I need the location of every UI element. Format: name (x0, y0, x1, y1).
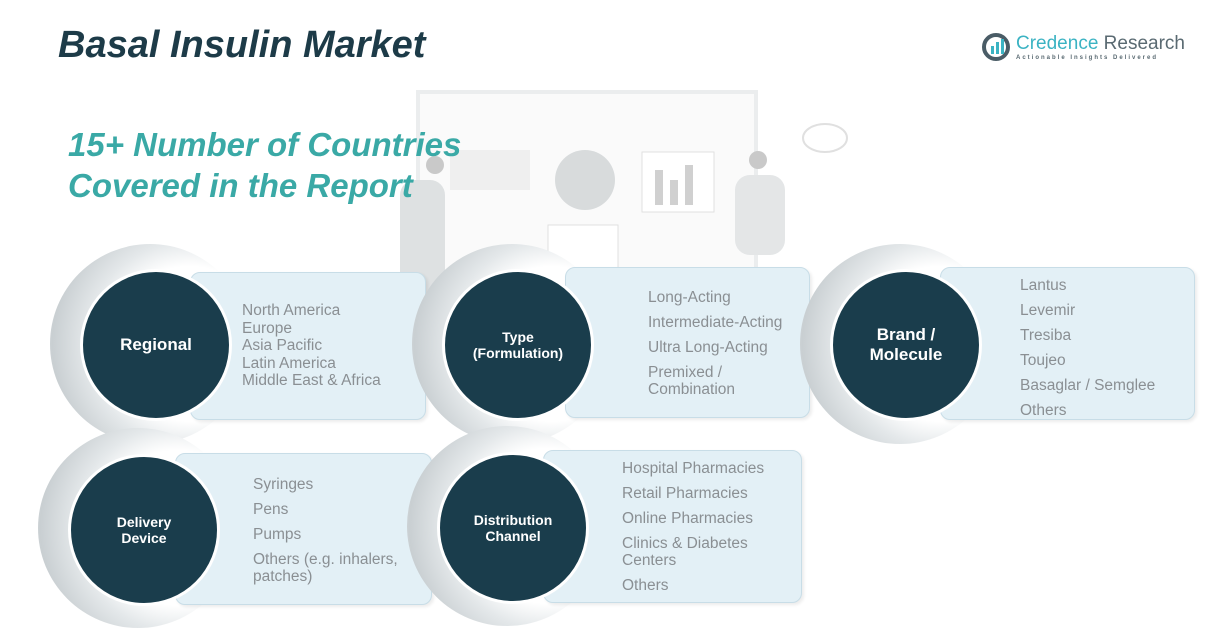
countries-covered-heading: 15+ Number of Countries Covered in the R… (68, 124, 461, 206)
list-item: Clinics & Diabetes Centers (622, 535, 748, 569)
segment-list-regional: North America Europe Asia Pacific Latin … (242, 302, 381, 390)
list-item: Retail Pharmacies (622, 485, 748, 502)
list-item: Asia Pacific (242, 337, 323, 354)
logo-chart-icon (982, 33, 1010, 61)
logo: Credence Research Actionable Insights De… (982, 33, 1185, 61)
list-item: Latin America (242, 354, 336, 372)
segment-circle-regional: Regional (80, 269, 232, 421)
list-item: Others (1020, 402, 1067, 419)
list-item: Levemir (1020, 302, 1076, 319)
segment-label: Type (Formulation) (472, 329, 564, 361)
list-item: Toujeo (1020, 352, 1066, 369)
segment-list-type: Long-Acting Intermediate-Acting Ultra Lo… (648, 289, 782, 398)
segment-list-delivery: Syringes Pens Pumps Others (e.g. inhaler… (253, 476, 398, 585)
list-item: Pens (253, 501, 289, 518)
segment-panel-brand (940, 267, 1195, 420)
list-item: Long-Acting (648, 289, 731, 306)
list-item: Others (e.g. inhalers, patches) (253, 551, 398, 585)
segment-circle-distribution: Distribution Channel (437, 452, 589, 604)
segment-circle-type: Type (Formulation) (442, 269, 594, 421)
list-item: Tresiba (1020, 327, 1072, 344)
segment-circle-delivery: Delivery Device (68, 454, 220, 606)
list-item: Pumps (253, 526, 302, 543)
list-item: Lantus (1020, 277, 1067, 294)
list-item: Others (622, 577, 669, 594)
page-title: Basal Insulin Market (58, 24, 426, 66)
segment-circle-brand: Brand / Molecule (830, 269, 982, 421)
list-item: Syringes (253, 476, 314, 493)
subtitle-line-2: Covered in the Report (68, 167, 413, 204)
list-item: Hospital Pharmacies (622, 460, 765, 477)
segment-list-distribution: Hospital Pharmacies Retail Pharmacies On… (622, 460, 764, 594)
segment-label: Regional (120, 335, 192, 354)
segment-list-brand: Lantus Levemir Tresiba Toujeo Basaglar /… (1020, 273, 1155, 423)
list-item: North America (242, 302, 341, 319)
list-item: Online Pharmacies (622, 510, 753, 527)
list-item: Ultra Long-Acting (648, 339, 768, 356)
logo-name-2: Research (1098, 33, 1185, 54)
logo-tagline: Actionable Insights Delivered (1016, 55, 1159, 61)
segment-panel-type (565, 267, 810, 418)
list-item: Middle East & Africa (242, 372, 381, 389)
segment-label: Brand / Molecule (869, 325, 943, 364)
list-item: Premixed / Combination (648, 364, 736, 398)
subtitle-line-1: 15+ Number of Countries (68, 126, 462, 163)
list-item: Europe (242, 319, 292, 337)
segment-label: Distribution Channel (473, 512, 553, 544)
list-item: Intermediate-Acting (648, 314, 783, 331)
segment-label: Delivery Device (116, 514, 172, 546)
logo-name-1: Credence (1016, 33, 1099, 54)
list-item: Basaglar / Semglee (1020, 377, 1156, 394)
